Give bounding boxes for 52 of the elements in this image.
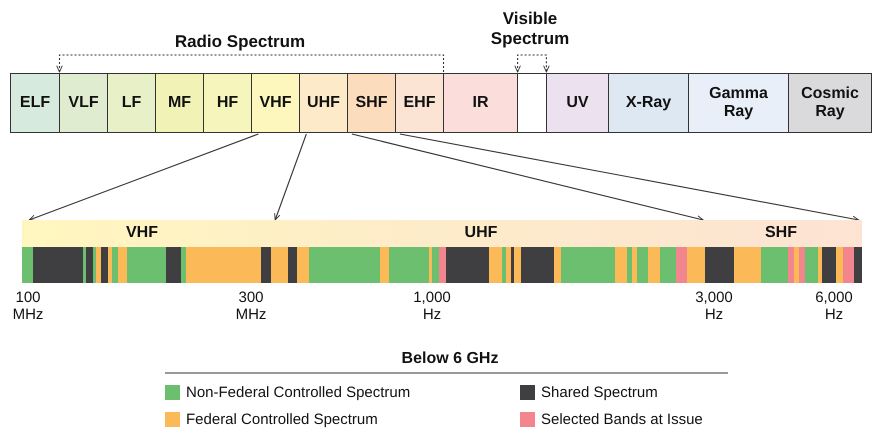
band-label: VHF [126,224,158,243]
axis-tick-label: 3,000 Hz [694,289,734,324]
band-box [395,73,444,133]
band-box [299,73,348,133]
band-label: UV [566,94,589,112]
band-label: IR [472,94,488,112]
band-box [546,73,609,133]
bracket-arrow [514,54,550,72]
band-label: ELF [20,94,50,112]
arrow [400,133,860,222]
axis-tick-label: 300 MHz [234,289,268,324]
legend-label: Selected Bands at Issue [541,411,703,428]
band-label: Gamma Ray [708,84,769,122]
band-box [347,73,396,133]
band-label: LF [122,94,142,112]
band-label: EHF [404,94,436,112]
arrow [28,133,259,221]
section-heading: Radio Spectrum [174,32,306,52]
legend-label: Non-Federal Controlled Spectrum [186,384,410,401]
band-label: VLF [68,94,99,112]
axis-tick-label: 100 MHz [12,289,44,324]
legend-label: Shared Spectrum [541,384,658,401]
band-label: MF [168,94,192,112]
band-label: SHF [765,224,797,243]
band-box [608,73,689,133]
band-box [688,73,789,133]
blank-band-box [517,73,547,133]
band-box [10,73,60,133]
band-label: SHF [356,94,388,112]
band-box [203,73,252,133]
band-header [700,220,862,247]
section-heading: Visible Spectrum [490,9,570,48]
band-box [251,73,300,133]
axis-tick-label: 6,000 Hz [814,289,854,324]
arrow [274,134,307,220]
band-label: HF [216,94,238,112]
arrow [352,133,704,222]
band-box [788,73,872,133]
band-label: Cosmic Ray [800,84,860,122]
axis-tick-label: 1,000 Hz [412,289,452,324]
bracket-arrow [56,54,444,72]
band-box [155,73,204,133]
band-label: VHF [260,94,292,112]
band-label: X-Ray [626,94,672,112]
band-header [22,220,262,247]
band-box [59,73,108,133]
band-box [443,73,518,133]
legend-title: Below 6 GHz [400,350,500,368]
band-label: UHF [464,224,498,243]
band-label: UHF [307,94,340,112]
band-box [107,73,156,133]
legend-label: Federal Controlled Spectrum [186,411,378,428]
